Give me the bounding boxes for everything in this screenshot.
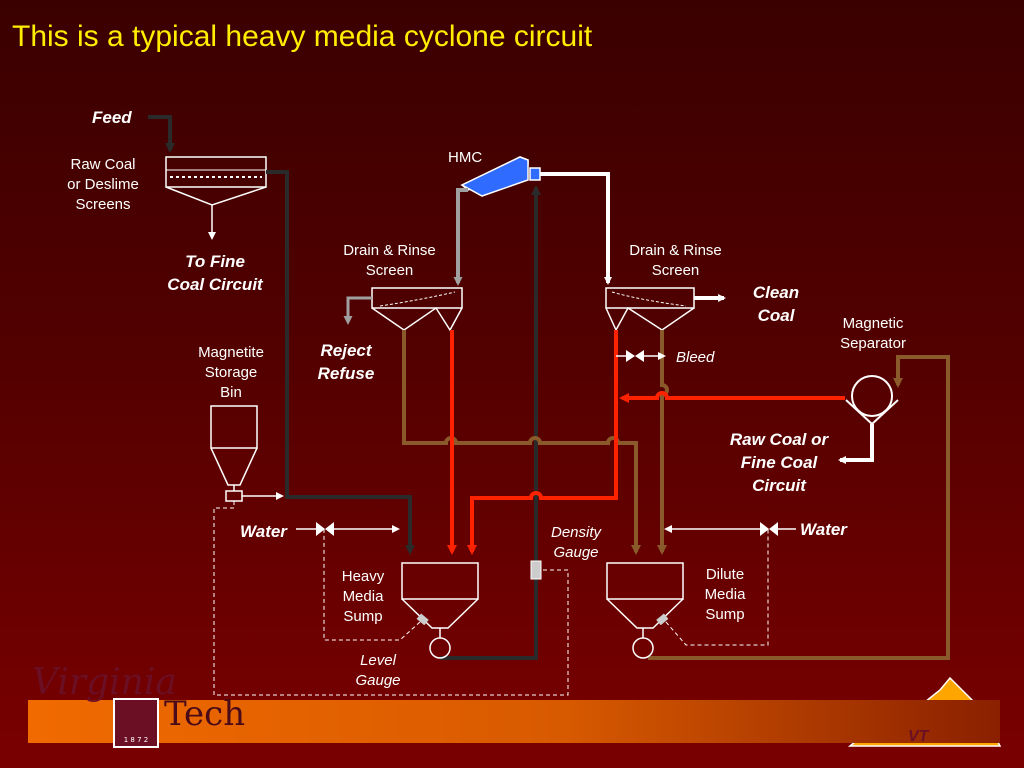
drain-rinse-left-label: Drain & Rinse Screen (343, 242, 436, 279)
vt-label: VT (908, 728, 929, 745)
level-gauge-label: Level Gauge (355, 652, 401, 689)
water-valve-right (664, 522, 796, 536)
density-gauge-sensor (530, 560, 542, 580)
level-control-dashed (213, 501, 569, 696)
drain-rinse-screen-right (605, 287, 695, 332)
drain-rinse-screen-left (371, 287, 463, 332)
water-right-label: Water (800, 520, 847, 539)
density-gauge-label: Density Gauge (550, 524, 602, 561)
screen-to-sump-line (266, 170, 415, 555)
dilute-to-separator-line (648, 355, 950, 660)
hmc-label: HMC (448, 149, 483, 166)
reject-refuse-label: Reject Refuse (317, 341, 375, 383)
dilute-level-dashed (665, 529, 769, 646)
hmc-cyclone (460, 156, 541, 197)
right-screen-media-line (467, 330, 618, 555)
magnetite-bin-label: Magnetite Storage Bin (198, 344, 264, 401)
raw-coal-fine-label: Raw Coal or Fine Coal Circuit (729, 430, 829, 495)
logo-virginia: Virginia (32, 662, 177, 703)
water-valve-left (296, 522, 400, 536)
hm-level-dashed (323, 529, 421, 641)
logo-tech: Tech (164, 694, 246, 734)
slide-title: This is a typical heavy media cyclone ci… (12, 20, 593, 53)
reject-arrow-line (343, 296, 372, 325)
magnetite-storage-bin (210, 405, 284, 502)
feed-line (148, 115, 175, 153)
heavy-media-sump (401, 562, 479, 659)
dilute-media-sump-label: Dilute Media Sump (704, 566, 746, 623)
drain-rinse-right-label: Drain & Rinse Screen (629, 242, 722, 279)
raw-coal-screens-label: Raw Coal or Deslime Screens (67, 156, 139, 213)
magnetic-separator (838, 375, 899, 464)
logo-year: 1 8 7 2 (123, 736, 149, 744)
to-fine-coal-label: To Fine Coal Circuit (167, 252, 263, 294)
right-screen-dilute-line (657, 330, 669, 555)
water-left-label: Water (240, 522, 287, 541)
logo-emblem: 1 8 7 2 (113, 698, 159, 748)
feed-label: Feed (92, 108, 132, 127)
footer-bar (28, 700, 1000, 743)
bleed-valve (616, 350, 666, 362)
mag-separator-media-line (619, 391, 845, 403)
dilute-media-sump (606, 562, 684, 659)
hmc-overflow-line (540, 172, 612, 285)
raw-coal-screen (165, 156, 267, 240)
hmc-feed-line (440, 185, 541, 660)
hmc-underflow-line (453, 188, 468, 286)
bleed-label: Bleed (676, 349, 715, 366)
clean-coal-label: Clean Coal (752, 283, 800, 325)
magnetic-separator-label: Magnetic Separator (840, 315, 906, 352)
left-screen-dilute-line (402, 330, 641, 555)
heavy-media-sump-label: Heavy Media Sump (341, 568, 385, 625)
